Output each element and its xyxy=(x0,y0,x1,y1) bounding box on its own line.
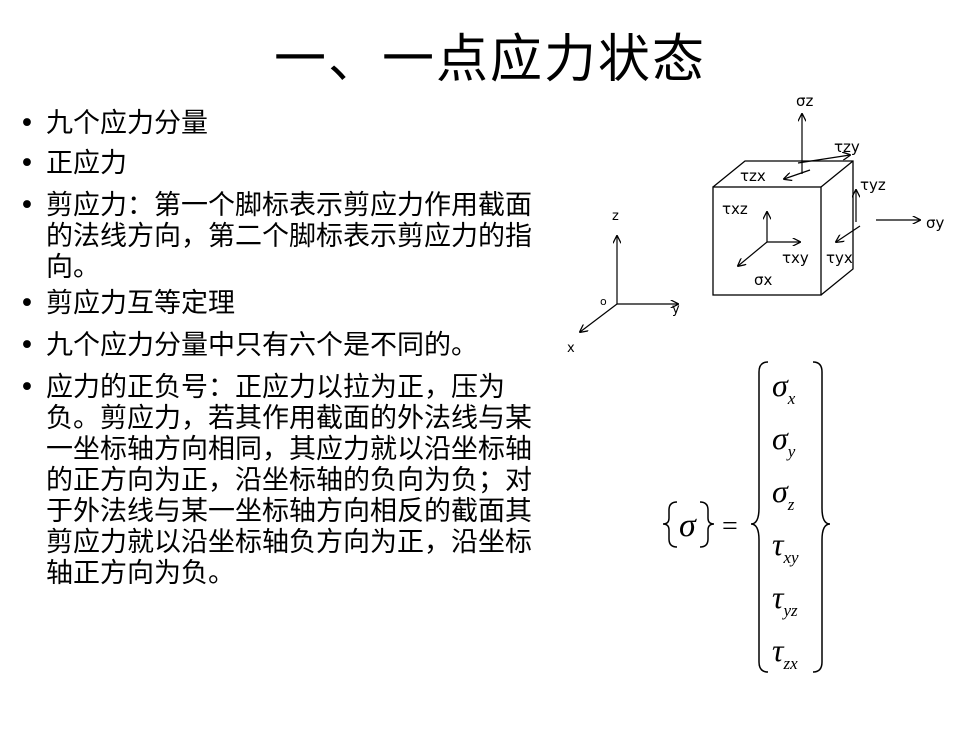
bullet-shear-reciprocity: • 剪应力互等定理 xyxy=(8,288,235,319)
axis-origin-label: o xyxy=(600,295,607,308)
label-sigma-z: σz xyxy=(796,92,814,110)
vector-component-x: σx xyxy=(772,367,796,408)
slide-title: 一、一点应力状态 xyxy=(273,30,706,90)
bullet-nine-components: • 九个应力分量 xyxy=(8,108,208,139)
vector-right-brace xyxy=(812,361,831,673)
stress-element-diagram: z y x o σz τzy τzx τyz σy τxz τxy τyx σx xyxy=(567,92,945,356)
stress-vector-formula: σ = σx σy σz τxy τyz τzx xyxy=(662,361,831,673)
bullet-six-independent: • 九个应力分量中只有六个是不同的。 xyxy=(8,330,578,361)
bullet-marker: • xyxy=(19,372,35,403)
bullet-marker: • xyxy=(19,108,35,139)
bullet-text: 九个应力分量 xyxy=(46,108,208,139)
coordinate-axes xyxy=(580,236,678,332)
label-tau-xy: τxy xyxy=(782,249,809,267)
vector-left-brace xyxy=(750,361,769,673)
bullet-shear-stress: • 剪应力：第一个脚标表示剪应力作用截面的法线方向，第二个脚标表示剪应力的指向。 xyxy=(8,190,548,283)
axis-label-y: y xyxy=(672,302,680,317)
tau-zy-arrow xyxy=(797,155,850,164)
label-tau-yx: τyx xyxy=(826,249,853,267)
vector-component-z: σz xyxy=(772,473,795,514)
lhs-sigma: σ xyxy=(679,507,697,544)
cube-back-edges xyxy=(712,160,854,296)
lhs-right-brace xyxy=(699,501,715,548)
bullet-text: 九个应力分量中只有六个是不同的。 xyxy=(46,330,478,361)
label-tau-zy: τzy xyxy=(834,138,860,156)
axis-label-z: z xyxy=(612,209,619,224)
equals-sign: = xyxy=(722,511,738,542)
sigma-x-arrow xyxy=(738,241,768,266)
bullet-text: 剪应力互等定理 xyxy=(46,288,235,319)
lhs-left-brace xyxy=(662,501,678,548)
label-sigma-y: σy xyxy=(926,214,945,232)
label-sigma-x: σx xyxy=(754,271,773,289)
vector-component-yz: τyz xyxy=(772,579,798,620)
cube-top-right-edge xyxy=(820,160,854,188)
tau-yx-arrow xyxy=(836,225,861,242)
stress-cube xyxy=(712,160,854,296)
bullet-marker: • xyxy=(19,288,35,319)
bullet-normal-stress: • 正应力 xyxy=(8,148,127,179)
bullet-text: 剪应力：第一个脚标表示剪应力作用截面的法线方向，第二个脚标表示剪应力的指向。 xyxy=(46,190,532,283)
tau-zx-arrow xyxy=(784,169,811,179)
bullet-marker: • xyxy=(19,190,35,221)
bullet-text: 正应力 xyxy=(46,148,127,179)
vector-component-zx: τzx xyxy=(772,632,798,673)
bullet-marker: • xyxy=(19,148,35,179)
vector-component-xy: τxy xyxy=(772,526,799,567)
bullet-marker: • xyxy=(19,330,35,361)
bullet-text: 应力的正负号：正应力以拉为正，压为负。剪应力，若其作用截面的外法线与某一坐标轴方… xyxy=(46,372,532,589)
label-tau-yz: τyz xyxy=(860,176,886,194)
label-tau-zx: τzx xyxy=(740,167,766,185)
vector-component-y: σy xyxy=(772,420,796,461)
bullet-sign-convention: • 应力的正负号：正应力以拉为正，压为负。剪应力，若其作用截面的外法线与某一坐标… xyxy=(8,372,548,589)
x-axis xyxy=(580,303,618,332)
axis-label-x: x xyxy=(567,341,575,356)
cube-front-face xyxy=(712,186,822,296)
label-tau-xz: τxz xyxy=(722,200,748,218)
vector-components: σx σy σz τxy τyz τzx xyxy=(772,367,799,673)
